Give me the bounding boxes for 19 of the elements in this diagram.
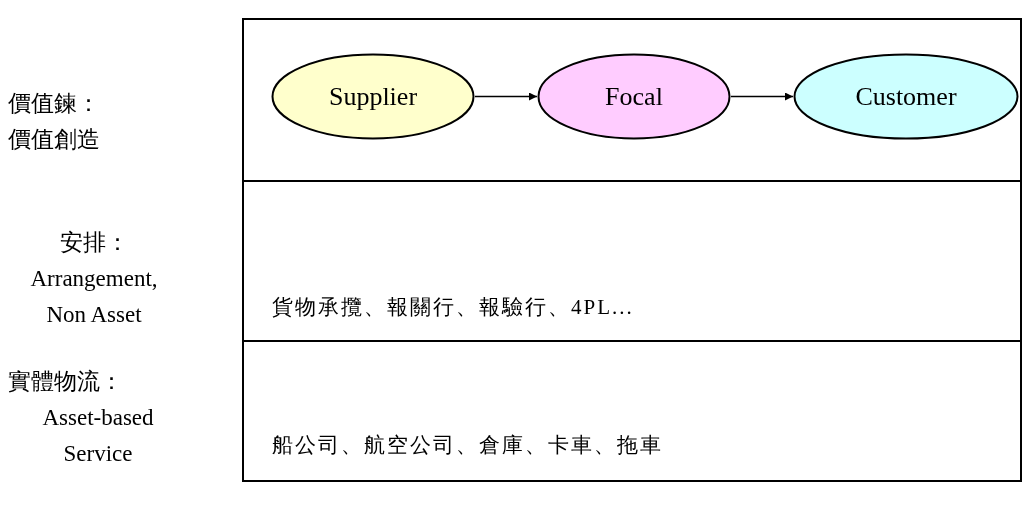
node-label: Customer xyxy=(855,81,957,112)
layer-band xyxy=(242,340,1022,482)
layer-heading: Asset-based Service xyxy=(41,404,155,468)
layer-examples: 船公司、航空公司、倉庫、卡車、拖車 xyxy=(272,432,663,459)
arrow xyxy=(474,92,538,101)
process-ellipse xyxy=(537,53,731,140)
layer-band xyxy=(242,18,1022,182)
node-label: Focal xyxy=(605,81,663,112)
layer-heading: 價值創造 xyxy=(8,126,100,154)
layer-examples: 貨物承攬、報關行、報驗行、4PL... xyxy=(272,294,634,321)
layer-heading: 實體物流： xyxy=(8,368,123,396)
process-ellipse xyxy=(271,53,475,140)
layer-band xyxy=(242,180,1022,342)
layer-heading: 價值鍊： xyxy=(8,90,100,118)
arrow xyxy=(730,92,794,101)
node-label: Supplier xyxy=(328,81,418,112)
process-ellipse xyxy=(793,53,1019,140)
layer-heading: 安排： xyxy=(59,229,129,257)
layer-heading: Arrangement, Non Asset xyxy=(29,265,159,329)
